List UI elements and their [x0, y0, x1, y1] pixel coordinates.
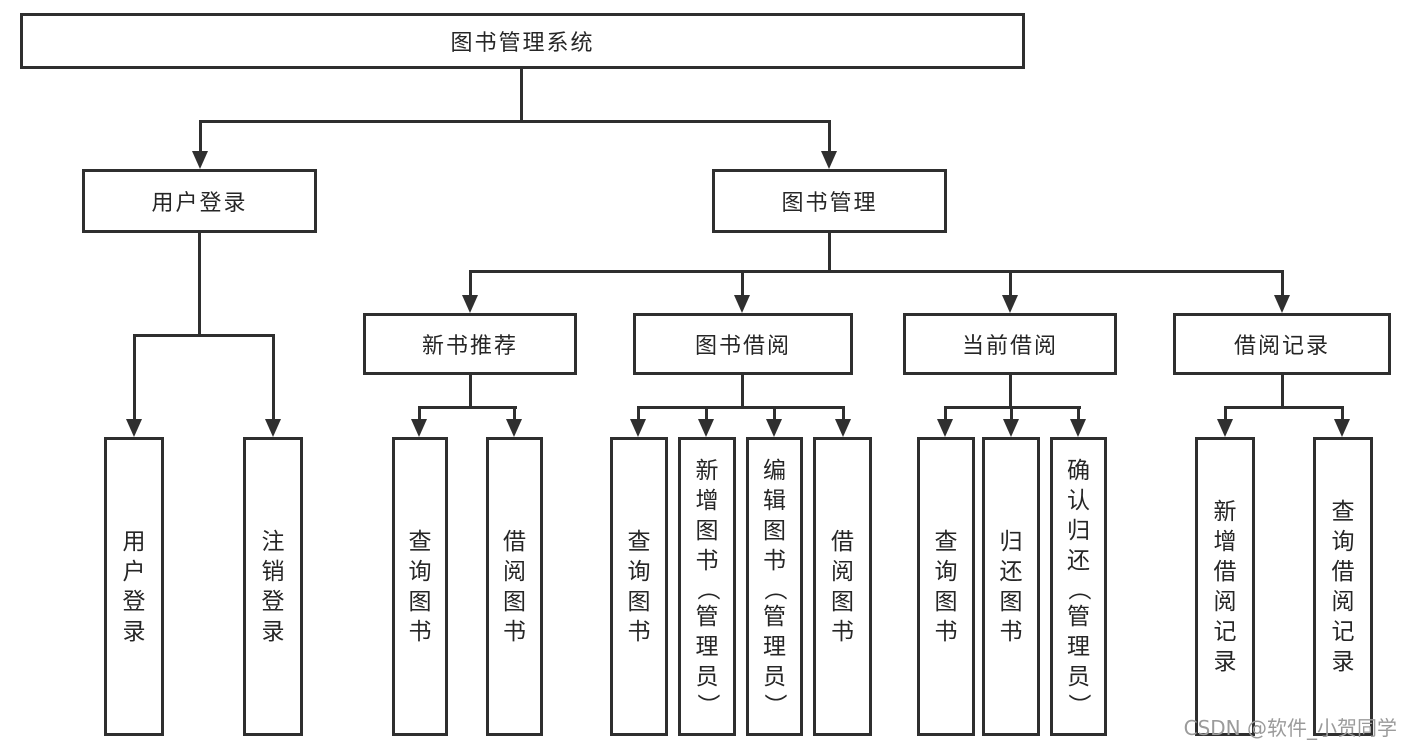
connector-line — [1224, 406, 1227, 420]
arrow-down-icon — [265, 419, 281, 437]
arrow-down-icon — [835, 419, 851, 437]
connector-line — [199, 120, 202, 152]
connector-line — [133, 334, 275, 337]
connector-line — [1077, 406, 1080, 420]
leaf-current-return-books: 归还图书 — [982, 437, 1040, 736]
csdn-watermark: CSDN @软件_小贺同学 — [1183, 716, 1397, 740]
arrow-down-icon — [1217, 419, 1233, 437]
connector-line — [469, 375, 472, 409]
connector-line — [520, 69, 523, 121]
connector-line — [705, 406, 708, 420]
node-user-login: 用户登录 — [82, 169, 317, 233]
arrow-down-icon — [192, 151, 208, 169]
arrow-down-icon — [126, 419, 142, 437]
connector-line — [828, 120, 831, 152]
connector-line — [741, 375, 744, 409]
arrow-down-icon — [506, 419, 522, 437]
leaf-current-query-books: 查询图书 — [917, 437, 975, 736]
connector-line — [1009, 375, 1012, 409]
connector-line — [198, 233, 201, 335]
connector-line — [637, 406, 845, 409]
connector-line — [1224, 406, 1344, 409]
node-borrow-records: 借阅记录 — [1173, 313, 1391, 375]
arrow-down-icon — [734, 295, 750, 313]
arrow-down-icon — [1274, 295, 1290, 313]
leaf-logout: 注销登录 — [243, 437, 303, 736]
connector-line — [1281, 270, 1284, 296]
node-new-book-recommend: 新书推荐 — [363, 313, 577, 375]
leaf-records-query-record: 查询借阅记录 — [1313, 437, 1373, 736]
leaf-recommend-borrow-books: 借阅图书 — [486, 437, 543, 736]
connector-line — [418, 406, 517, 409]
arrow-down-icon — [937, 419, 953, 437]
node-current-borrow: 当前借阅 — [903, 313, 1117, 375]
leaf-current-confirm-return-admin: 确认归还（管理员） — [1050, 437, 1107, 736]
leaf-borrow-borrow-books: 借阅图书 — [813, 437, 872, 736]
arrow-down-icon — [1002, 295, 1018, 313]
connector-line — [469, 270, 472, 296]
leaf-user-login: 用户登录 — [104, 437, 164, 736]
arrow-down-icon — [766, 419, 782, 437]
connector-line — [828, 233, 831, 271]
connector-line — [1341, 406, 1344, 420]
leaf-recommend-query-books: 查询图书 — [392, 437, 448, 736]
arrow-down-icon — [1070, 419, 1086, 437]
leaf-borrow-add-books-admin: 新增图书（管理员） — [678, 437, 736, 736]
arrow-down-icon — [630, 419, 646, 437]
leaf-borrow-query-books: 查询图书 — [610, 437, 668, 736]
connector-line — [513, 406, 516, 420]
leaf-borrow-edit-books-admin: 编辑图书（管理员） — [746, 437, 803, 736]
arrow-down-icon — [411, 419, 427, 437]
connector-line — [418, 406, 421, 420]
connector-line — [1281, 375, 1284, 409]
arrow-down-icon — [821, 151, 837, 169]
arrow-down-icon — [1003, 419, 1019, 437]
arrow-down-icon — [462, 295, 478, 313]
leaf-records-add-record: 新增借阅记录 — [1195, 437, 1255, 736]
node-root: 图书管理系统 — [20, 13, 1025, 69]
arrow-down-icon — [1334, 419, 1350, 437]
connector-line — [741, 270, 744, 296]
node-book-borrow: 图书借阅 — [633, 313, 853, 375]
connector-line — [842, 406, 845, 420]
connector-line — [773, 406, 776, 420]
connector-line — [1010, 406, 1013, 420]
connector-line — [637, 406, 640, 420]
connector-line — [199, 120, 831, 123]
node-book-management: 图书管理 — [712, 169, 947, 233]
connector-line — [469, 270, 1284, 273]
connector-line — [944, 406, 947, 420]
connector-line — [1009, 270, 1012, 296]
arrow-down-icon — [698, 419, 714, 437]
connector-line — [272, 334, 275, 420]
connector-line — [133, 334, 136, 420]
